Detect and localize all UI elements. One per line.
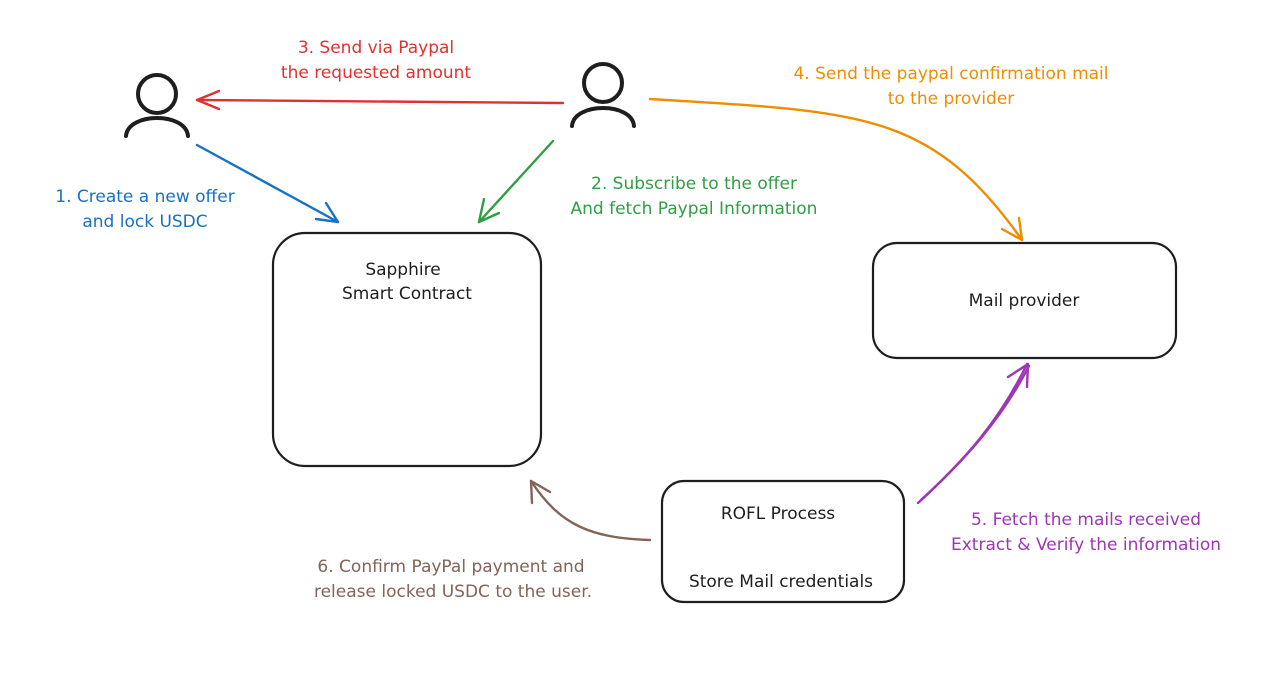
arrow-step-1 xyxy=(195,143,340,224)
label-step-6: 6. Confirm PayPal payment and release lo… xyxy=(314,557,592,602)
sapphire-subtitle: Smart Contract xyxy=(342,284,472,304)
user-right xyxy=(570,62,636,128)
label-step-3-line2: the requested amount xyxy=(281,63,472,83)
arrow-step-2 xyxy=(477,139,555,224)
person-icon xyxy=(124,73,190,138)
arrow-step-5 xyxy=(916,362,1031,505)
sapphire-title: Sapphire xyxy=(365,260,440,280)
label-step-2-line1: 2. Subscribe to the offer xyxy=(591,174,797,194)
sapphire-smart-contract-box: Sapphire Smart Contract xyxy=(271,231,543,468)
rofl-subtitle: Store Mail credentials xyxy=(689,572,873,592)
label-step-5-line1: 5. Fetch the mails received xyxy=(971,510,1201,530)
rofl-title: ROFL Process xyxy=(721,504,835,524)
mail-provider-label: Mail provider xyxy=(969,291,1080,311)
label-step-1-line2: and lock USDC xyxy=(82,212,207,232)
label-step-4-line2: to the provider xyxy=(888,89,1015,109)
label-step-3-line1: 3. Send via Paypal xyxy=(298,38,454,58)
mail-provider-box: Mail provider xyxy=(871,241,1178,360)
label-step-6-line2: release locked USDC to the user. xyxy=(314,582,592,602)
label-step-5: 5. Fetch the mails received Extract & Ve… xyxy=(951,510,1221,555)
label-step-6-line1: 6. Confirm PayPal payment and xyxy=(317,557,584,577)
arrow-step-6 xyxy=(529,479,652,542)
person-icon xyxy=(570,62,636,128)
label-step-3: 3. Send via Paypal the requested amount xyxy=(281,38,472,83)
arrow-step-4 xyxy=(648,97,1024,242)
label-step-4: 4. Send the paypal confirmation mail to … xyxy=(793,64,1108,109)
user-left xyxy=(124,73,190,138)
label-step-5-line2: Extract & Verify the information xyxy=(951,535,1221,555)
label-step-1-line1: 1. Create a new offer xyxy=(55,187,234,207)
label-step-1: 1. Create a new offer and lock USDC xyxy=(55,187,234,232)
label-step-4-line1: 4. Send the paypal confirmation mail xyxy=(793,64,1108,84)
label-step-2: 2. Subscribe to the offer And fetch Payp… xyxy=(571,174,818,219)
label-step-2-line2: And fetch Paypal Information xyxy=(571,199,818,219)
rofl-process-box: ROFL Process Store Mail credentials xyxy=(660,479,906,604)
arrow-step-3 xyxy=(195,89,565,111)
